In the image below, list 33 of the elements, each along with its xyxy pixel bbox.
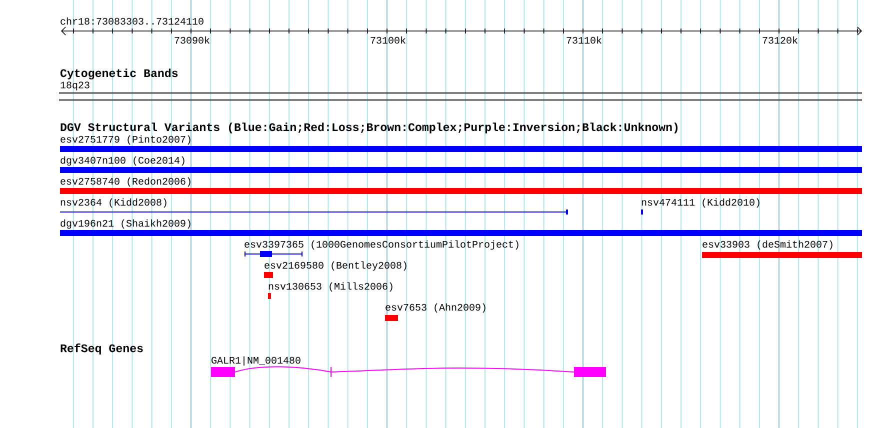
node-label: esv2751779 (Pinto2007)	[60, 135, 190, 145]
node-label: esv2169580 (Bentley2008)	[264, 261, 406, 271]
node-label: nsv474111 (Kidd2010)	[642, 198, 760, 208]
variant-feature: esv2751779 (Pinto2007)	[60, 135, 862, 152]
variant-feature: esv7653 (Ahn2009)	[385, 303, 486, 321]
node-label: GALR1|NM_001480	[212, 356, 300, 366]
tick-label: 73100k	[370, 36, 406, 44]
ruler-title: chr18:73083303..73124110	[60, 17, 204, 25]
node-label: esv7653 (Ahn2009)	[386, 303, 486, 313]
track-heading: DGV Structural Variants (Blue:Gain;Red:Loss;Brown:Complex;Purple:Inversion;Black:Unknown)	[60, 122, 678, 134]
gene-feature: GALR1|NM_001480	[211, 356, 606, 378]
track-heading: Cytogenetic Bands	[60, 68, 178, 80]
variant-feature: esv2758740 (Redon2006)	[60, 177, 862, 194]
node-label: dgv196n21 (Shaikh2009)	[60, 219, 190, 229]
variant-feature: esv2169580 (Bentley2008)	[264, 261, 406, 278]
node-label: esv33903 (deSmith2007)	[702, 240, 832, 250]
variant-feature: nsv2364 (Kidd2008)	[60, 198, 568, 214]
variant-feature: esv3397365 (1000GenomesConsortiumPilotProject)	[244, 240, 518, 257]
band-name: 18q23	[60, 82, 90, 90]
variant-feature: nsv474111 (Kidd2010)	[641, 198, 760, 214]
tick-label: 73110k	[566, 36, 602, 44]
node-label: nsv130653 (Mills2006)	[268, 282, 392, 292]
node-label: esv3397365 (1000GenomesConsortiumPilotProject)	[244, 240, 518, 250]
node-label: esv2758740 (Redon2006)	[60, 177, 190, 187]
tick-label: 73090k	[174, 36, 210, 44]
variant-feature: dgv196n21 (Shaikh2009)	[60, 219, 862, 236]
track-heading: RefSeq Genes	[60, 344, 143, 354]
variant-feature: esv33903 (deSmith2007)	[702, 240, 862, 258]
variant-feature: nsv130653 (Mills2006)	[268, 282, 392, 299]
node-label: nsv2364 (Kidd2008)	[60, 198, 166, 208]
tick-label: 73120k	[762, 36, 798, 44]
variant-feature: dgv3407n100 (Coe2014)	[60, 156, 862, 173]
node-label: dgv3407n100 (Coe2014)	[60, 156, 184, 166]
